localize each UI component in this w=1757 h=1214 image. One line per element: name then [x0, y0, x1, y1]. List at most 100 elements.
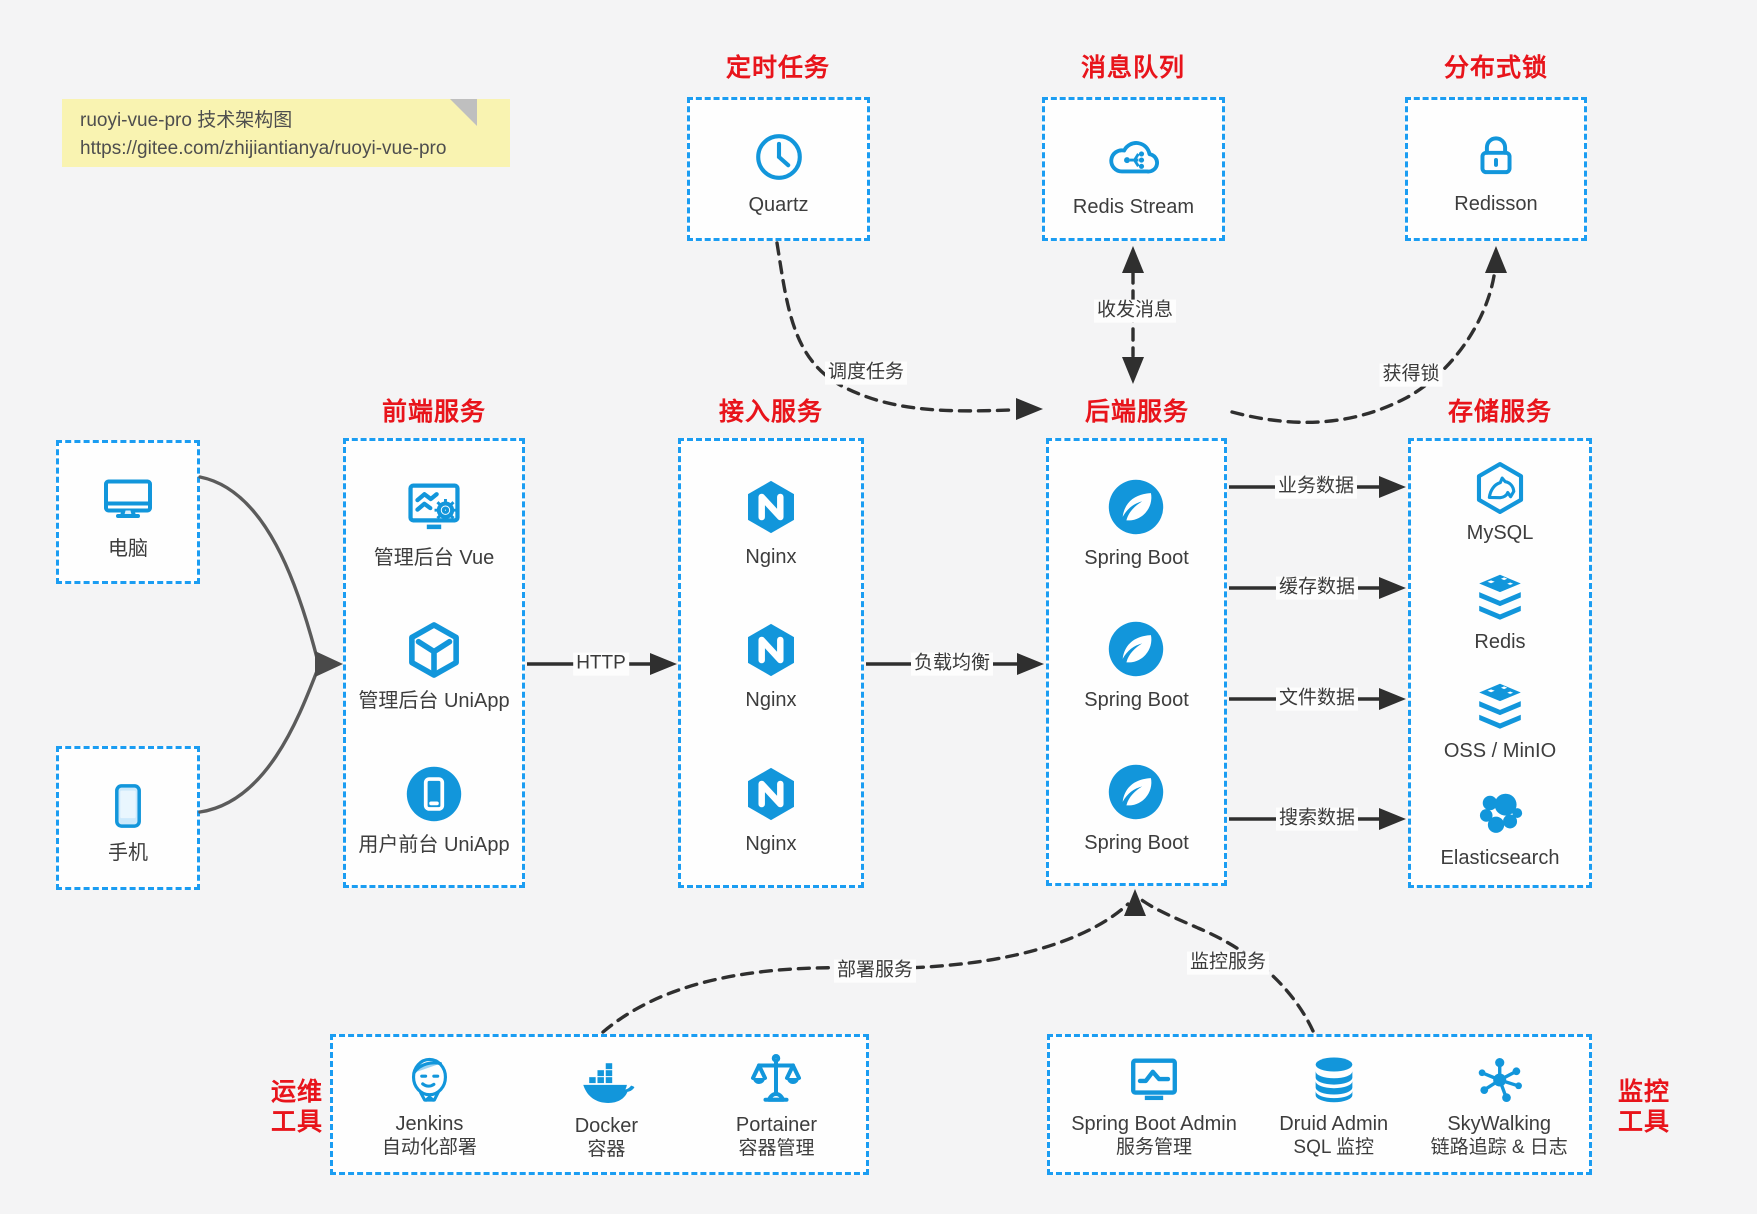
desktop-icon [98, 470, 158, 530]
group-box-scheduled-task: Quartz [687, 97, 870, 241]
node-sublabel: 容器 [587, 1138, 626, 1160]
edge-label-load-balance: 负载均衡 [910, 652, 994, 676]
edge-label-schedule-task: 调度任务 [824, 361, 908, 385]
docker-icon [575, 1049, 637, 1111]
diagram-node-pc: 电脑 [98, 470, 158, 561]
group-box-client-mobile: 手机 [56, 746, 200, 890]
node-label: Spring Boot [1084, 689, 1189, 712]
group-box-frontend: 管理后台 Vue 管理后台 UniApp 用户前台 UniApp [343, 438, 525, 888]
diagram-node-user-uniapp: 用户前台 UniApp [358, 762, 510, 857]
node-label: Nginx [745, 546, 797, 569]
group-title-access: 接入服务 [718, 398, 824, 426]
node-label: 用户前台 UniApp [358, 833, 510, 856]
note-title: ruoyi-vue-pro 技术架构图 [80, 110, 293, 131]
node-label: Spring Boot [1084, 832, 1189, 855]
admin-console-icon [402, 475, 466, 539]
uniapp-cube-icon [402, 618, 466, 682]
group-title-monitor-tools: 监控 工具 [1600, 1077, 1688, 1137]
edge-label-business-data: 业务数据 [1274, 475, 1358, 499]
diagram-node-nginx-2: Nginx [740, 619, 802, 712]
node-sublabel: 容器管理 [738, 1137, 815, 1159]
node-label: Elasticsearch [1440, 846, 1560, 869]
spring-boot-admin-icon [1125, 1051, 1183, 1109]
client-merge-arrowhead [315, 651, 343, 677]
node-label: Docker [574, 1114, 639, 1137]
group-title-devops-tools: 运维 工具 [253, 1077, 341, 1137]
node-label: Quartz [748, 193, 809, 216]
diagram-node-elasticsearch: Elasticsearch [1440, 786, 1560, 870]
monitor-title-line2: 工具 [1617, 1108, 1670, 1136]
elasticsearch-icon [1472, 786, 1528, 842]
diagram-node-redisson: Redisson [1454, 129, 1538, 216]
diagram-node-docker: Docker 容器 [575, 1049, 638, 1161]
edge-label-deploy-service: 部署服务 [833, 959, 917, 983]
node-sublabel: 服务管理 [1116, 1136, 1193, 1158]
group-title-frontend: 前端服务 [381, 398, 487, 426]
monitor-title-line1: 监控 [1617, 1078, 1670, 1106]
node-sublabel: SQL 监控 [1293, 1136, 1374, 1158]
diagram-node-jenkins: Jenkins 自动化部署 [382, 1051, 477, 1159]
node-label: Redis Stream [1072, 195, 1195, 218]
spring-boot-icon [1104, 475, 1168, 539]
group-box-storage: MySQL Redis OSS / MinIO Elasticsearch [1408, 438, 1592, 888]
diagram-node-nginx-3: Nginx [740, 763, 802, 856]
spring-boot-icon [1104, 760, 1168, 824]
diagram-node-oss-minio: OSS / MinIO [1444, 677, 1556, 763]
node-label: Nginx [745, 689, 797, 712]
diagram-node-redis-stream: Redis Stream [1073, 126, 1194, 219]
note-url: https://gitee.com/zhijiantianya/ruoyi-vu… [80, 137, 447, 159]
edge-label-cache-data: 缓存数据 [1275, 576, 1359, 600]
node-sublabel: 自动化部署 [381, 1136, 477, 1158]
edge-label-file-data: 文件数据 [1275, 687, 1359, 711]
druid-icon [1305, 1051, 1363, 1109]
mobile-app-icon [402, 762, 466, 826]
node-label: Spring Boot [1084, 546, 1189, 569]
node-label: Druid Admin [1279, 1112, 1389, 1135]
object-storage-icon [1471, 677, 1529, 735]
node-label: Redisson [1454, 192, 1538, 215]
edge-label-send-receive-message: 收发消息 [1093, 299, 1177, 323]
node-label: 管理后台 UniApp [358, 690, 510, 713]
group-title-scheduled-task: 定时任务 [725, 54, 831, 82]
group-title-backend: 后端服务 [1084, 398, 1190, 426]
node-label: Jenkins [395, 1112, 464, 1135]
group-box-monitor-tools: Spring Boot Admin 服务管理 Druid Admin SQL 监… [1047, 1034, 1592, 1175]
diagram-node-quartz: Quartz [748, 128, 809, 217]
devops-title-line2: 工具 [270, 1108, 323, 1136]
diagram-node-admin-vue: 管理后台 Vue [374, 475, 494, 570]
diagram-node-spring-boot-admin: Spring Boot Admin 服务管理 [1071, 1051, 1237, 1159]
diagram-node-springboot-1: Spring Boot [1084, 475, 1189, 570]
mysql-icon [1471, 459, 1529, 517]
clock-icon [750, 128, 808, 186]
node-label: SkyWalking [1447, 1112, 1552, 1135]
group-box-message-queue: Redis Stream [1042, 97, 1225, 241]
group-box-backend: Spring Boot Spring Boot Spring Boot [1046, 438, 1227, 886]
node-sublabel: 链路追踪 & 日志 [1430, 1136, 1568, 1158]
diagram-node-springboot-3: Spring Boot [1084, 760, 1189, 855]
node-label: Nginx [745, 832, 797, 855]
node-label: OSS / MinIO [1443, 739, 1557, 762]
nginx-icon [740, 476, 802, 538]
node-label: Portainer [735, 1113, 818, 1136]
lock-icon [1468, 129, 1524, 185]
group-title-message-queue: 消息队列 [1080, 54, 1186, 82]
skywalking-icon [1470, 1051, 1528, 1109]
node-label: MySQL [1466, 521, 1534, 544]
devops-title-line1: 运维 [270, 1078, 323, 1106]
note-folded-corner [450, 99, 477, 126]
edge-label-acquire-lock: 获得锁 [1379, 363, 1443, 387]
redis-stack-icon [1471, 568, 1529, 626]
diagram-node-redis: Redis [1471, 568, 1529, 654]
diagram-node-druid-admin: Druid Admin SQL 监控 [1279, 1051, 1388, 1159]
node-label: Spring Boot Admin [1071, 1112, 1237, 1135]
group-box-client-pc: 电脑 [56, 440, 200, 584]
client-merge-lines [198, 475, 319, 814]
group-box-devops-tools: Jenkins 自动化部署 Docker 容器 Portainer 容器管理 [330, 1034, 869, 1175]
portainer-icon [746, 1050, 806, 1110]
diagram-node-mysql: MySQL [1466, 459, 1534, 545]
nginx-icon [740, 619, 802, 681]
diagram-node-springboot-2: Spring Boot [1084, 617, 1189, 712]
sticky-note: ruoyi-vue-pro 技术架构图 https://gitee.com/zh… [62, 99, 510, 167]
node-label: 手机 [108, 841, 148, 864]
